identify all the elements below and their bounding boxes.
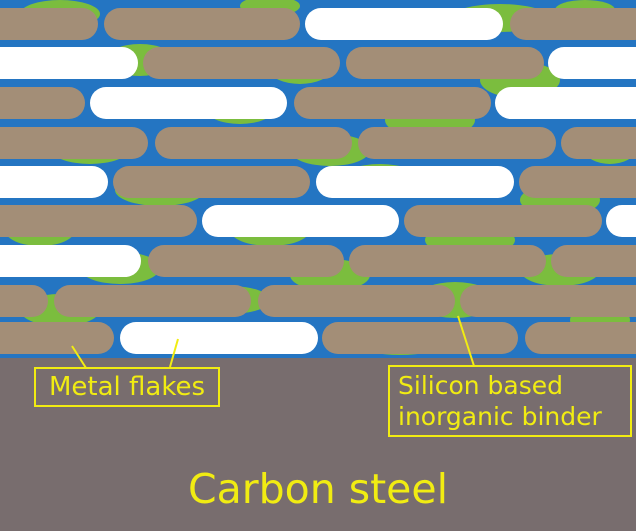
metal-flake-white: [316, 166, 514, 198]
metal-flakes-callout-line: [71, 345, 87, 369]
carbon-steel-label: Carbon steel: [187, 465, 448, 513]
metal-flake: [460, 285, 636, 317]
metal-flake-white: [90, 87, 287, 119]
metal-flakes-label: Metal flakes: [34, 367, 220, 407]
metal-flakes-layer: [0, 8, 636, 354]
metal-flake: [0, 127, 148, 159]
metal-flake: [551, 245, 636, 277]
metal-flake: [54, 285, 251, 317]
binder-label-line-1: Silicon based: [398, 371, 564, 400]
metal-flake: [113, 166, 310, 198]
metal-flake-white: [0, 166, 108, 198]
metal-flake: [404, 205, 602, 237]
metal-flake: [294, 87, 491, 119]
metal-flake: [510, 8, 636, 40]
metal-flake-white: [0, 47, 138, 79]
metal-flake: [143, 47, 340, 79]
metal-flake-white: [305, 8, 503, 40]
callout-lines: [71, 315, 475, 369]
metal-flake: [0, 8, 98, 40]
metal-flake-white: [202, 205, 399, 237]
binder-callout-line: [457, 315, 475, 367]
metal-flake: [0, 322, 114, 354]
metal-flake-white: [495, 87, 636, 119]
metal-flake: [0, 285, 48, 317]
metal-flakes-callout-line: [169, 338, 179, 368]
metal-flake: [0, 87, 85, 119]
metal-flake-white: [0, 245, 141, 277]
metal-flake-white: [548, 47, 636, 79]
metal-flake: [525, 322, 636, 354]
metal-flake: [104, 8, 300, 40]
metal-flake: [148, 245, 344, 277]
metal-flake: [358, 127, 556, 159]
metal-flake-white: [120, 322, 318, 354]
metal-flake: [561, 127, 636, 159]
metal-flake: [155, 127, 352, 159]
metal-flake: [322, 322, 518, 354]
metal-flake: [349, 245, 546, 277]
carbon-steel-substrate: [0, 358, 636, 531]
metal-flake: [0, 205, 197, 237]
metal-flake: [519, 166, 636, 198]
binder-label: Silicon based inorganic binder: [388, 365, 632, 437]
metal-flake: [258, 285, 455, 317]
metal-flake: [346, 47, 544, 79]
metal-flake-white: [606, 205, 636, 237]
binder-label-line-2: inorganic binder: [398, 402, 602, 431]
